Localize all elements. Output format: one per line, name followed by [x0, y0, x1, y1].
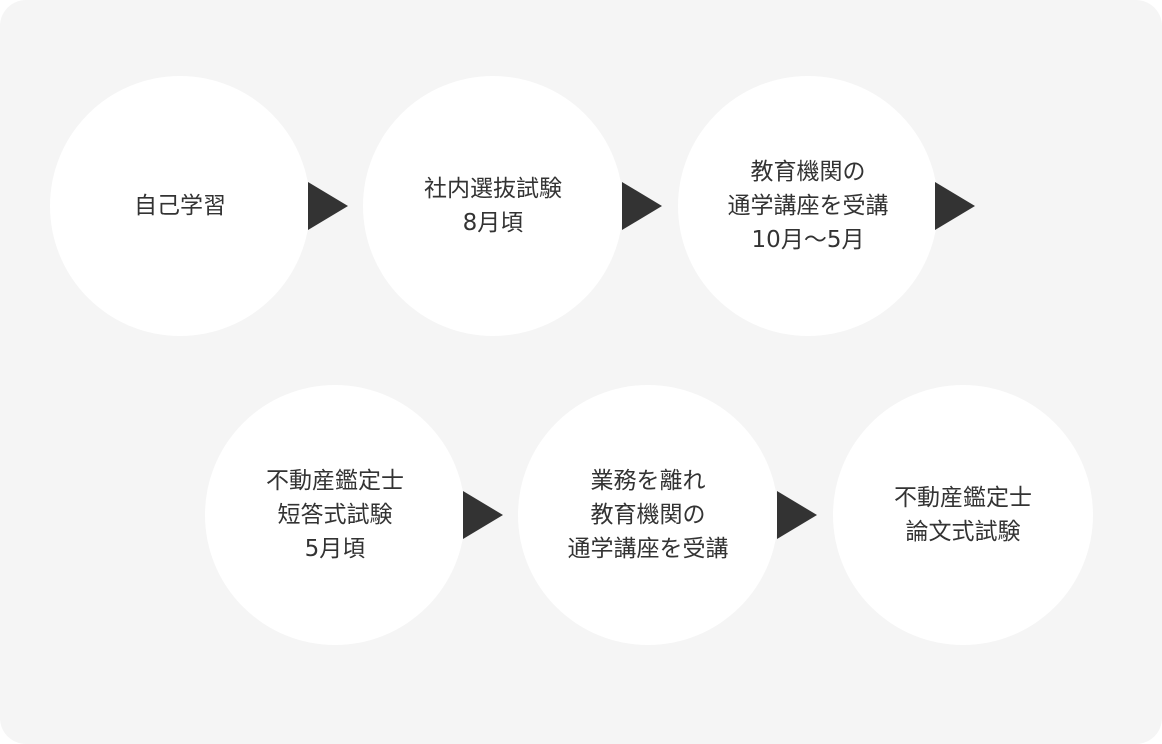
step-self-study: 自己学習 — [50, 76, 310, 336]
step-essay-exam: 不動産鑑定士 論文式試験 — [833, 385, 1093, 645]
arrow-right-icon — [463, 491, 503, 539]
step-label-line: 通学講座を受講 — [727, 193, 889, 219]
step-label-line: 8月頃 — [462, 210, 524, 236]
arrow-right-icon — [777, 491, 817, 539]
arrow-right-icon — [308, 182, 348, 230]
step-label-line: 自己学習 — [134, 193, 226, 219]
step-label-line: 教育機関の — [590, 502, 706, 528]
step-leave-work-course: 業務を離れ 教育機関の 通学講座を受講 — [518, 385, 778, 645]
step-short-answer-exam: 不動産鑑定士 短答式試験 5月頃 — [205, 385, 465, 645]
step-label-line: 通学講座を受講 — [567, 536, 729, 562]
step-label-line: 業務を離れ — [590, 468, 706, 494]
step-label-line: 不動産鑑定士 — [266, 468, 404, 494]
step-internal-selection-exam: 社内選抜試験 8月頃 — [363, 76, 623, 336]
step-school-course: 教育機関の 通学講座を受講 10月〜5月 — [678, 76, 938, 336]
step-label-line: 5月頃 — [304, 536, 366, 562]
step-label-line: 社内選抜試験 — [424, 176, 562, 202]
step-label-line: 10月〜5月 — [751, 227, 865, 253]
step-label-line: 短答式試験 — [277, 502, 393, 528]
arrow-right-icon — [935, 182, 975, 230]
step-label-line: 論文式試験 — [905, 519, 1021, 545]
arrow-right-icon — [622, 182, 662, 230]
step-label-line: 教育機関の — [750, 159, 866, 185]
step-label-line: 不動産鑑定士 — [894, 485, 1032, 511]
